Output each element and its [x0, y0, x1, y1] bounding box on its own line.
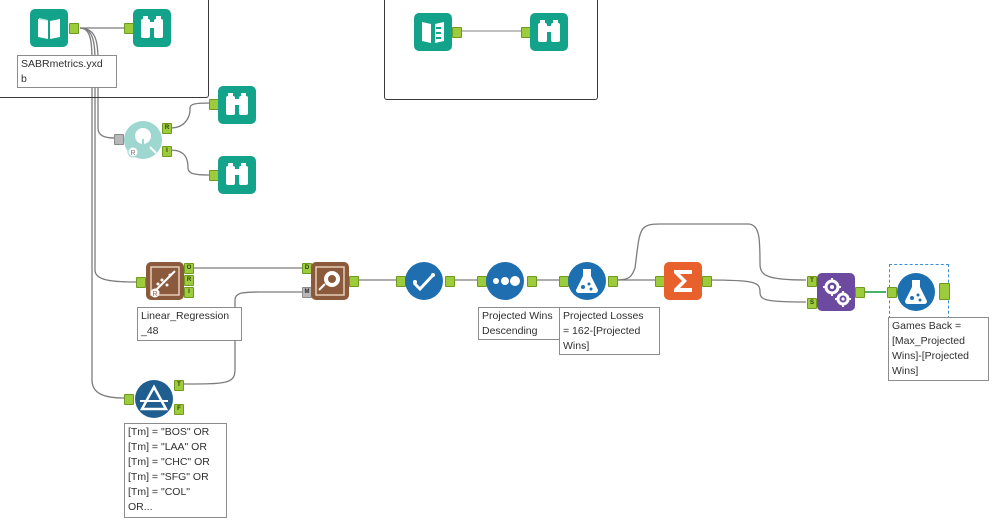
input-tool-output-anchor[interactable]	[69, 23, 79, 34]
flask-icon	[905, 280, 927, 304]
book-icon	[422, 22, 444, 43]
connector-score-browse-2	[169, 149, 211, 176]
regression-tool-annotation: Linear_Regression _48	[137, 307, 242, 341]
connector-input-regression	[79, 27, 137, 283]
select-tool[interactable]	[405, 262, 443, 300]
browse-tool-4[interactable]	[218, 156, 256, 194]
regression-icon: R	[150, 266, 180, 298]
append-t-anchor[interactable]: T	[807, 276, 817, 287]
regression-r-anchor[interactable]: R	[184, 275, 194, 286]
formula-tool-2[interactable]	[897, 273, 935, 311]
select-output-anchor[interactable]	[445, 276, 455, 287]
input-tool-2-output-anchor[interactable]	[452, 27, 462, 38]
binoculars-icon	[226, 163, 248, 185]
sigma-icon	[674, 270, 692, 292]
filter-tool[interactable]	[135, 380, 173, 418]
book-icon	[38, 18, 60, 39]
score-tool-r-anchor[interactable]: R	[162, 123, 172, 134]
svg-text:R: R	[130, 150, 135, 157]
formula-1-annotation: Projected Losses = 162-[Projected Wins]	[559, 307, 660, 355]
sort-tool[interactable]	[486, 262, 524, 300]
connector-input-filter	[79, 27, 125, 399]
container-right[interactable]	[384, 0, 598, 100]
binoculars-icon	[141, 16, 163, 38]
score-tool-i-anchor[interactable]: I	[162, 146, 172, 157]
append-fields-tool[interactable]	[817, 273, 855, 311]
filter-tool-annotation: [Tm] = "BOS" OR [Tm] = "LAA" OR [Tm] = "…	[124, 423, 227, 518]
append-s-anchor[interactable]: S	[807, 298, 817, 309]
svg-text:R: R	[152, 291, 157, 298]
connector-score-browse-1	[169, 102, 211, 129]
scoremodel-output-anchor[interactable]	[349, 276, 359, 287]
filter-t-anchor[interactable]: T	[174, 380, 184, 391]
input-tool-annotation: SABRmetrics.yxd b	[17, 55, 117, 88]
dots-icon	[493, 276, 520, 286]
input-data-tool[interactable]	[30, 9, 68, 47]
regression-o-anchor[interactable]: O	[184, 263, 194, 274]
score-tool-input-anchor[interactable]	[114, 134, 124, 145]
sort-output-anchor[interactable]	[527, 276, 537, 287]
flask-icon	[576, 269, 598, 293]
filter-f-anchor[interactable]: F	[174, 404, 184, 415]
tree-magnifier-icon: R	[127, 128, 157, 158]
summarize-output-anchor[interactable]	[702, 276, 712, 287]
container-left[interactable]	[0, 0, 209, 98]
append-output-anchor[interactable]	[855, 287, 865, 298]
filter-triangle-icon	[139, 384, 169, 411]
input-data-tool-2[interactable]	[414, 13, 452, 51]
binoculars-icon	[226, 93, 248, 115]
browse-tool-1[interactable]	[133, 9, 171, 47]
formula-2-input-anchor[interactable]	[887, 287, 897, 298]
formula-tool-1[interactable]	[568, 262, 606, 300]
binoculars-icon	[538, 20, 560, 42]
filter-input-anchor[interactable]	[124, 394, 134, 405]
browse-tool-2[interactable]	[530, 13, 568, 51]
formula-1-output-anchor[interactable]	[608, 276, 618, 287]
summarize-tool[interactable]	[664, 262, 702, 300]
formula-2-annotation: Games Back = [Max_Projected Wins]-[Proje…	[888, 317, 989, 381]
connector-summarize-append-source	[707, 279, 807, 303]
score-icon	[315, 266, 345, 296]
score-tool[interactable]: R	[124, 121, 162, 159]
connector-input-score	[79, 27, 116, 139]
sort-tool-annotation: Projected Wins Descending	[478, 307, 561, 340]
gears-icon	[823, 278, 851, 307]
checkmark-icon	[412, 272, 436, 292]
connector-formula-append-target	[616, 223, 807, 281]
formula-2-output-anchor[interactable]	[939, 283, 950, 300]
browse-tool-3[interactable]	[218, 86, 256, 124]
linear-regression-tool[interactable]: R	[146, 262, 184, 300]
regression-input-anchor[interactable]	[136, 277, 146, 288]
regression-i-anchor[interactable]: I	[184, 287, 194, 298]
score-model-tool[interactable]	[311, 262, 349, 300]
